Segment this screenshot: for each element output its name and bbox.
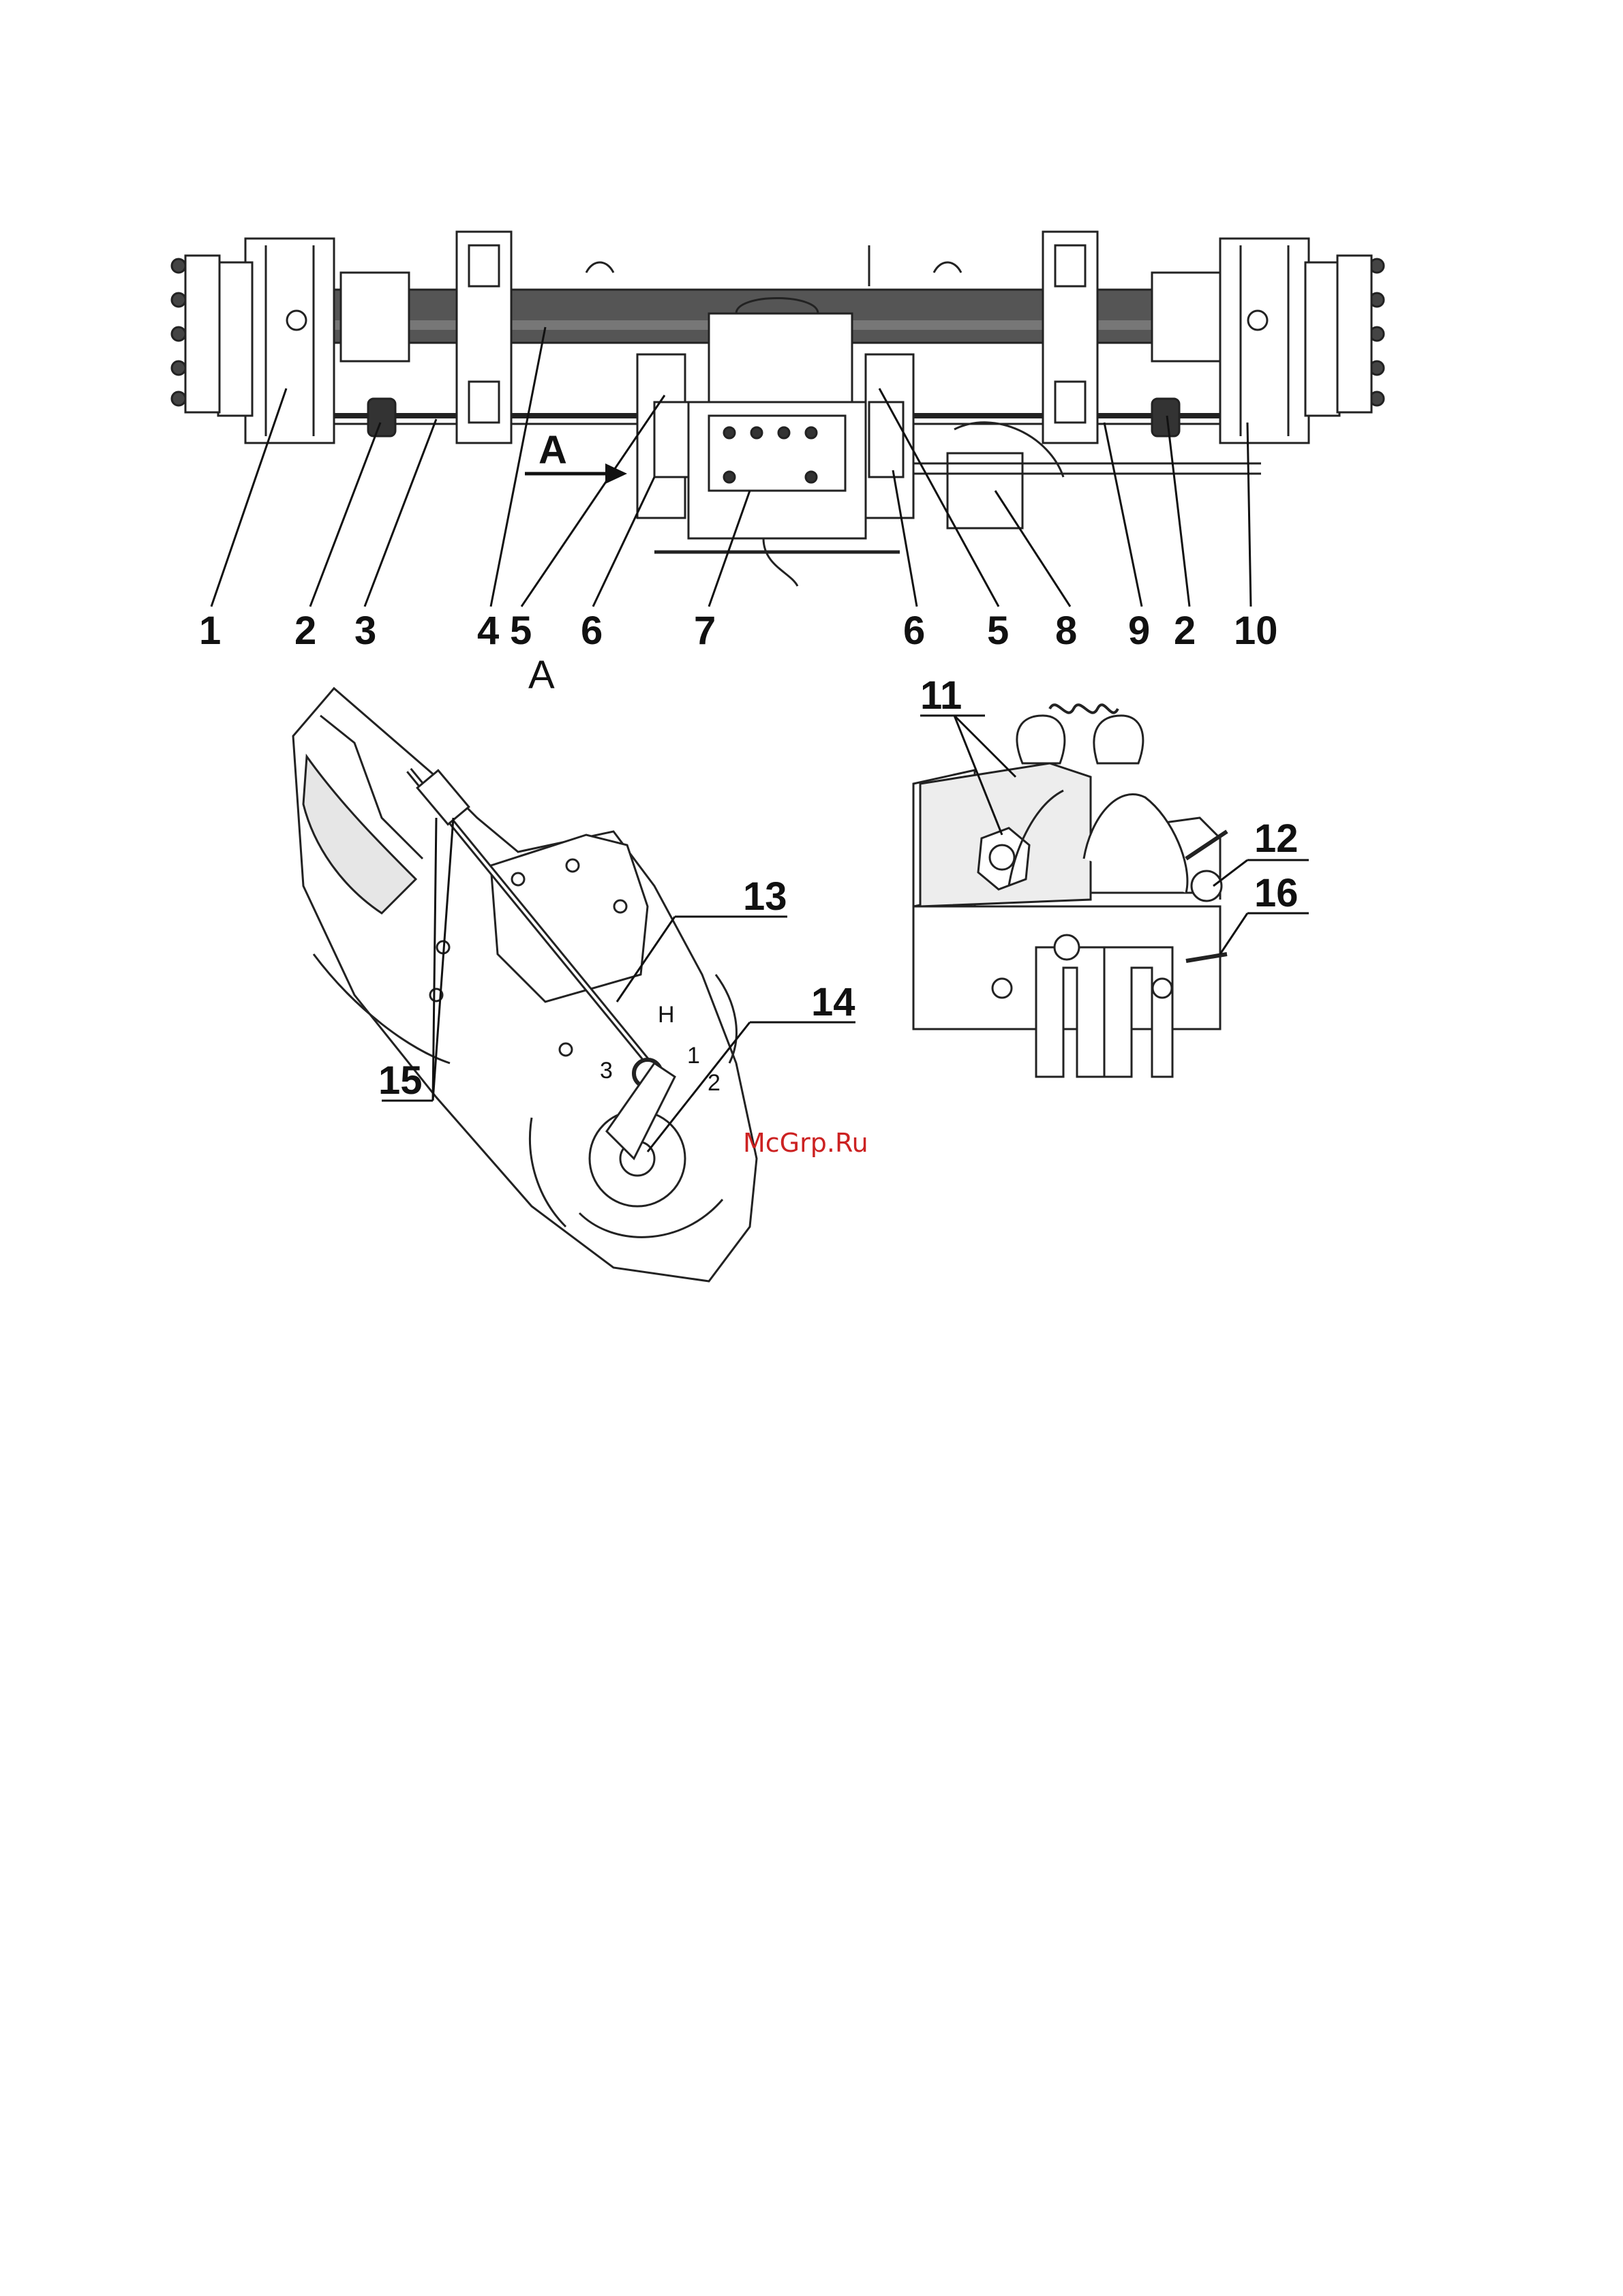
view-arrow-label: A [539, 428, 567, 472]
callout-8: 8 [1055, 609, 1077, 653]
view-a-drawing [293, 688, 757, 1281]
brake-cam-detail-drawing [913, 705, 1227, 1077]
watermark: McGrp.Ru [743, 1128, 868, 1158]
callout-15: 15 [378, 1058, 423, 1103]
callout-5b: 5 [987, 609, 1009, 653]
callout-1: 1 [199, 609, 221, 653]
callout-4: 4 [477, 609, 499, 653]
callout-10: 10 [1234, 609, 1278, 653]
drive-axle-drawing [172, 232, 1384, 586]
detail-mark-2: 2 [708, 1070, 721, 1096]
callout-2b: 2 [1174, 609, 1196, 653]
callout-6: 6 [581, 609, 603, 653]
callout-16: 16 [1254, 871, 1299, 915]
detail-mark-h: Н [658, 1002, 675, 1028]
detail-mark-3: 3 [600, 1058, 613, 1084]
callout-5: 5 [510, 609, 532, 653]
view-caption: A [528, 653, 555, 697]
callout-12: 12 [1254, 816, 1299, 861]
callout-3: 3 [354, 609, 376, 653]
callout-9: 9 [1128, 609, 1150, 653]
view-arrow-a: A [525, 428, 627, 484]
callout-14: 14 [811, 980, 855, 1024]
callout-2: 2 [294, 609, 316, 653]
detail-mark-1: 1 [687, 1043, 700, 1069]
callout-11: 11 [920, 673, 962, 718]
callout-13: 13 [743, 874, 787, 919]
callout-6b: 6 [903, 609, 925, 653]
callout-7: 7 [694, 609, 716, 653]
top-callouts: 1 2 3 4 5 6 7 6 5 8 9 2 10 A [199, 609, 1278, 697]
